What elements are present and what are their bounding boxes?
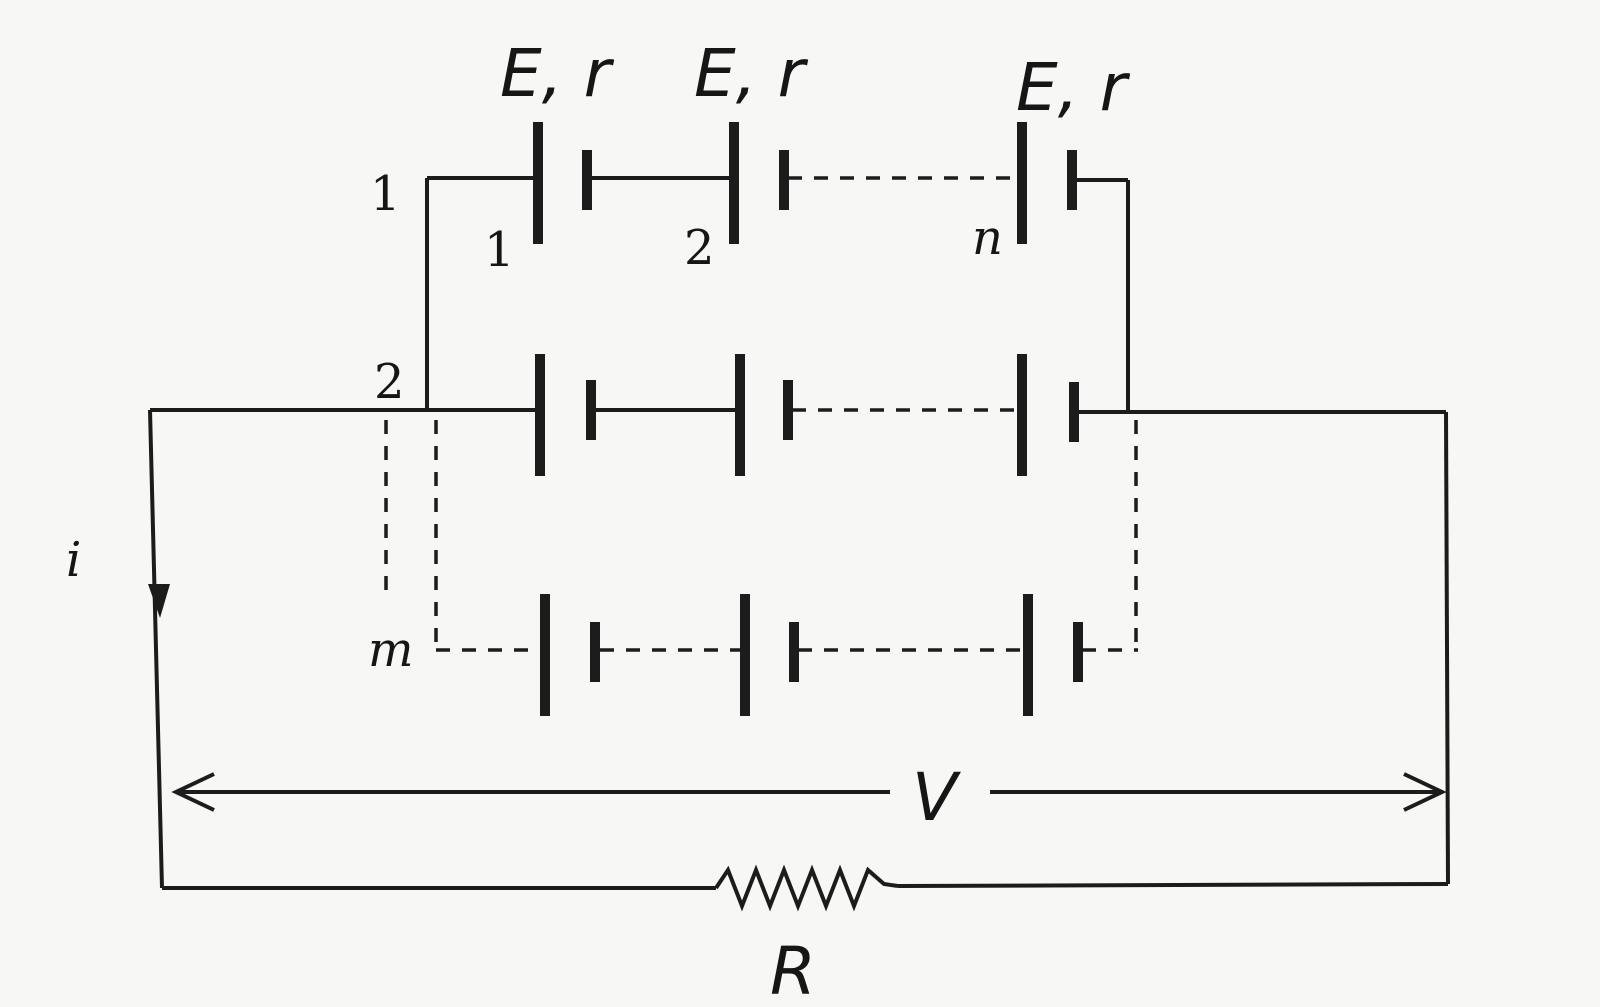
- voltage-arrow: [171, 772, 1447, 812]
- bottom-wire-right: [897, 882, 1449, 888]
- resistor-zigzag: [714, 864, 899, 912]
- voltage-arrowhead-left-icon: [171, 772, 215, 812]
- row-m-cells: [384, 420, 1138, 716]
- external-circuit: [148, 409, 1450, 912]
- row-1-cells: [425, 122, 1130, 412]
- label-cell-2-emf: E, r: [694, 35, 809, 112]
- label-col-n: n: [972, 210, 1003, 266]
- left-outer-wire: [148, 409, 164, 889]
- label-row-m: m: [368, 622, 414, 678]
- label-voltage: V: [912, 759, 961, 836]
- label-col-1: 1: [484, 222, 515, 278]
- label-row-2: 2: [374, 354, 405, 410]
- label-cell-n-emf: E, r: [1016, 49, 1131, 126]
- current-arrow-icon: [148, 584, 170, 618]
- label-cell-1-emf: E, r: [500, 35, 615, 112]
- label-col-2: 2: [684, 220, 715, 276]
- label-current: i: [66, 532, 81, 588]
- row-2-cells: [150, 354, 1446, 476]
- voltage-arrowhead-right-icon: [1403, 772, 1447, 812]
- right-outer-wire: [1444, 411, 1450, 885]
- label-row-1: 1: [370, 166, 401, 222]
- label-resistor: R: [770, 933, 816, 1007]
